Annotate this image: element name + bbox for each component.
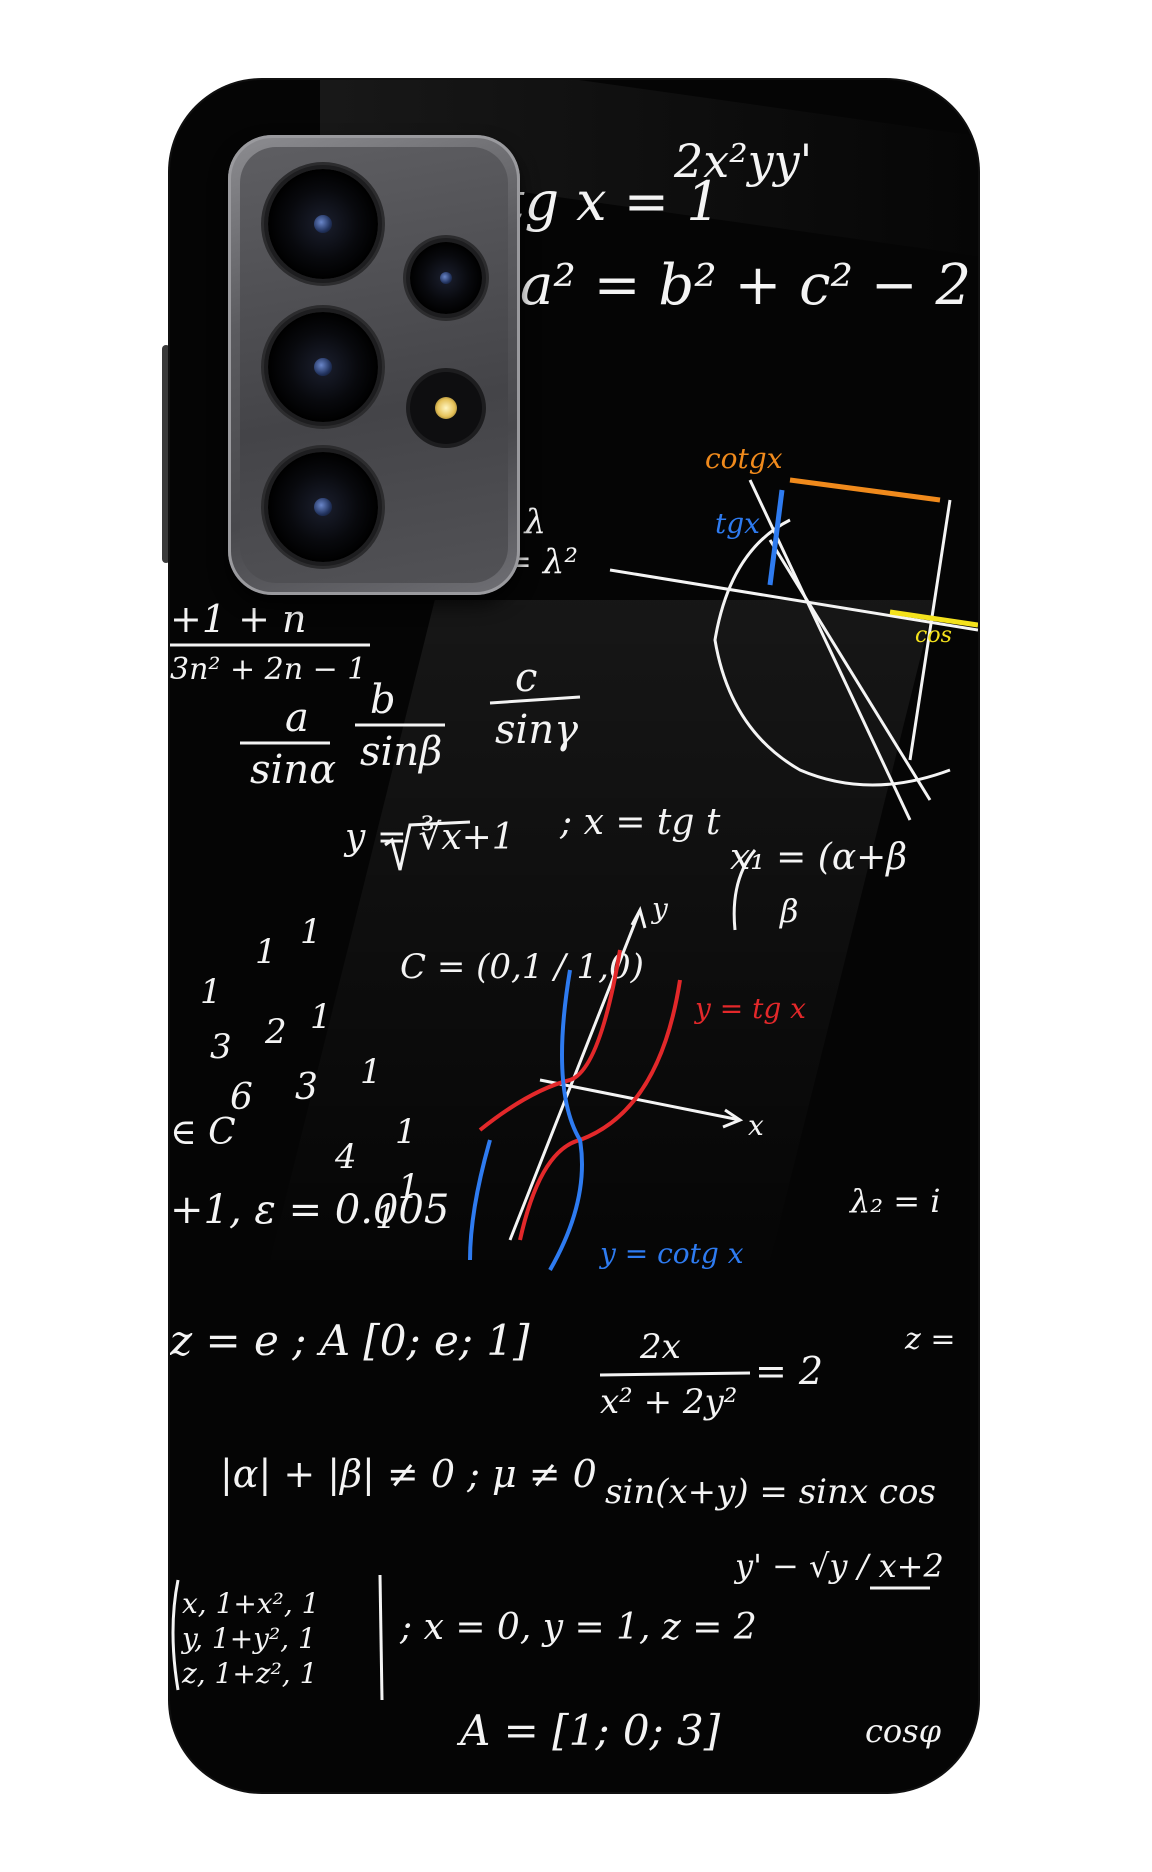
formula-poly: 3n² + 2n − 1	[170, 652, 367, 687]
digit: 2	[265, 1012, 287, 1052]
digit: 1	[255, 932, 277, 972]
label-cotgx: cotgx	[705, 442, 783, 475]
x-axis	[539, 1078, 741, 1122]
matrix-c: C = (0,1 / 1,0)	[400, 947, 644, 987]
cos-segment	[889, 609, 978, 628]
formula-tgt: ; x = tg t	[560, 802, 721, 843]
camera-lens	[268, 169, 378, 279]
formula-beta: β	[780, 892, 799, 930]
root-sign	[384, 820, 471, 871]
cotg-segment	[789, 477, 941, 503]
sine-law-b-num: b	[370, 677, 396, 723]
matrix-row-3: z, 1+z², 1	[182, 1657, 318, 1690]
digit: 6	[230, 1077, 253, 1118]
chalk-drawings	[170, 477, 978, 1701]
y-axis	[508, 909, 642, 1241]
axis-line	[609, 568, 978, 632]
matrix-row-1: x, 1+x², 1	[182, 1587, 320, 1620]
sine-law-a-num: a	[285, 695, 309, 741]
formula-cosphi: cosφ	[865, 1712, 942, 1750]
formula-z: z =	[905, 1322, 956, 1357]
digit: 1	[200, 972, 222, 1012]
camera-lens	[268, 312, 378, 422]
depth-sensor	[410, 242, 482, 314]
radius-line	[768, 539, 932, 801]
formula-n: +1 + n	[170, 597, 307, 641]
formula-in-c: ∈ C	[170, 1112, 236, 1153]
flash-icon	[410, 372, 482, 444]
formula-xyz: ; x = 0, y = 1, z = 2	[400, 1607, 757, 1648]
tangent-line	[908, 499, 952, 761]
digit: 1	[300, 912, 322, 952]
fraction-bar	[489, 695, 581, 705]
matrix-bracket	[378, 1574, 384, 1701]
unit-circle-diagram	[609, 477, 978, 821]
formula-abs: |α| + |β| ≠ 0 ; μ ≠ 0	[220, 1452, 597, 1496]
label-tgx: tgx	[715, 507, 760, 540]
digit: 3	[295, 1067, 318, 1108]
label-tg-curve: y = tg x	[695, 992, 806, 1025]
matrix-bracket	[171, 1579, 180, 1691]
digit: 1	[375, 1197, 397, 1237]
tg-segment	[767, 489, 785, 586]
sine-law-c-den: sinγ	[495, 707, 578, 753]
matrix-row-2: y, 1+y², 1	[182, 1622, 316, 1655]
radius-line	[748, 479, 912, 821]
formula-yprime: y' − √y / x+2	[735, 1547, 944, 1585]
formula-vector-a: z = e ; A [0; e; 1]	[170, 1316, 530, 1365]
label-cos: cos	[915, 623, 952, 648]
sine-law-a-den: sinα	[250, 747, 337, 793]
fraction-den: x² + 2y²	[600, 1382, 738, 1422]
camera-module	[228, 135, 520, 595]
chalkboard-print: 2x²yy' cotg x = 1 a² = b² + c² − 2 = 1 +…	[170, 80, 978, 1792]
formula-cosine-law: a² = b² + c² − 2	[520, 253, 972, 318]
tg-curve	[478, 949, 622, 1132]
paren	[732, 849, 757, 931]
tangent-graph	[468, 905, 744, 1271]
formula-sin-sum: sin(x+y) = sinx cos	[605, 1472, 936, 1512]
x-axis-arrow	[722, 1108, 744, 1129]
camera-lens	[268, 452, 378, 562]
digit: 1	[360, 1052, 382, 1092]
digit: 1	[398, 1167, 420, 1207]
digit: 4	[335, 1137, 357, 1177]
sine-law-b-den: sinβ	[360, 729, 443, 775]
formula-lambda2: λ₂ = i	[850, 1182, 941, 1220]
tg-curve	[518, 979, 682, 1241]
formula-x1: x₁ = (α+β	[730, 837, 908, 878]
fraction-num: 2x	[640, 1327, 681, 1367]
cotg-curve	[468, 1139, 492, 1261]
label-cotg-curve: y = cotg x	[600, 1237, 744, 1270]
digit: 1	[310, 997, 332, 1037]
camera-plate	[240, 147, 508, 583]
circle-arc	[713, 518, 951, 787]
phone-case: 2x²yy' cotg x = 1 a² = b² + c² − 2 = 1 +…	[170, 80, 978, 1792]
digit: 3	[210, 1027, 232, 1067]
fraction-rhs: = 2	[755, 1349, 824, 1393]
formula-top-right: 2x²yy'	[674, 134, 813, 188]
cotg-curve	[548, 969, 584, 1271]
formula-a-vector: A = [1; 0; 3]	[460, 1706, 721, 1755]
y-axis-arrow	[630, 905, 647, 929]
label-y-axis: y	[652, 892, 668, 925]
label-x-axis: x	[748, 1109, 764, 1142]
fraction-bar	[599, 1371, 751, 1377]
digit: 1	[395, 1112, 417, 1152]
side-button	[162, 345, 170, 563]
sine-law-c-num: c	[515, 655, 538, 701]
formula-epsilon: +1, ε = 0.005	[170, 1187, 450, 1233]
